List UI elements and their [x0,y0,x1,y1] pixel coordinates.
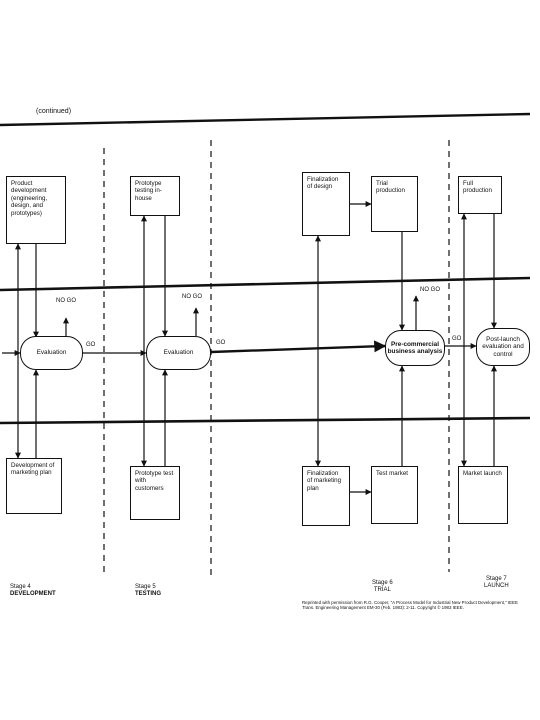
box-market-launch: Market launch [458,466,508,524]
go-arrow-2 [210,340,387,354]
stage-label-5: Stage 5 TESTING [135,584,161,598]
decision-evaluation-1: Evaluation [20,336,83,370]
box-prototype-test-customers: Prototype test with customers [130,466,180,520]
box-finalization-design: Finalization of design [302,172,350,236]
nogo-label-3: NO GO [420,287,441,293]
decision-precommercial-analysis: Pre-commercial business analysis [385,330,445,366]
decision-postlaunch-evaluation: Post-launch evaluation and control [476,328,530,366]
box-test-market: Test market [371,466,418,524]
stage-name: DEVELOPMENT [10,591,56,597]
stage-label-4: Stage 4 DEVELOPMENT [10,584,56,598]
stage-name: TESTING [135,591,162,597]
stage-name: LAUNCH [484,583,509,589]
stage-number: Stage 4 [10,584,31,590]
stage-name: TRIAL [373,587,391,593]
go-label-3: GO [452,336,462,342]
continued-label: (continued) [36,108,72,115]
box-trial-production: Trial production [371,176,418,232]
stage-label-7: Stage 7 LAUNCH [484,576,509,590]
stage-number: Stage 5 [135,584,156,590]
box-product-development: Product development (engineering, design… [6,176,66,244]
go-label-2: GO [216,340,226,346]
stage-number: Stage 6 [372,580,393,586]
box-full-production: Full production [458,176,502,214]
box-development-marketing-plan: Development of marketing plan [6,458,62,514]
box-prototype-testing: Prototype testing in-house [130,176,180,216]
nogo-label-2: NO GO [182,294,203,300]
band-line-lower [0,416,531,425]
box-finalization-marketing-plan: Finalization of marketing plan [302,466,350,526]
stage-label-6: Stage 6 TRIAL [372,580,393,594]
band-line-upper [0,276,531,292]
stage-number: Stage 7 [485,576,507,582]
credit-note: Reprinted with permission from R.G. Coop… [302,600,518,611]
nogo-label-1: NO GO [56,298,77,304]
top-rule [0,112,531,127]
go-label-1: GO [86,342,96,348]
decision-evaluation-2: Evaluation [146,336,211,370]
